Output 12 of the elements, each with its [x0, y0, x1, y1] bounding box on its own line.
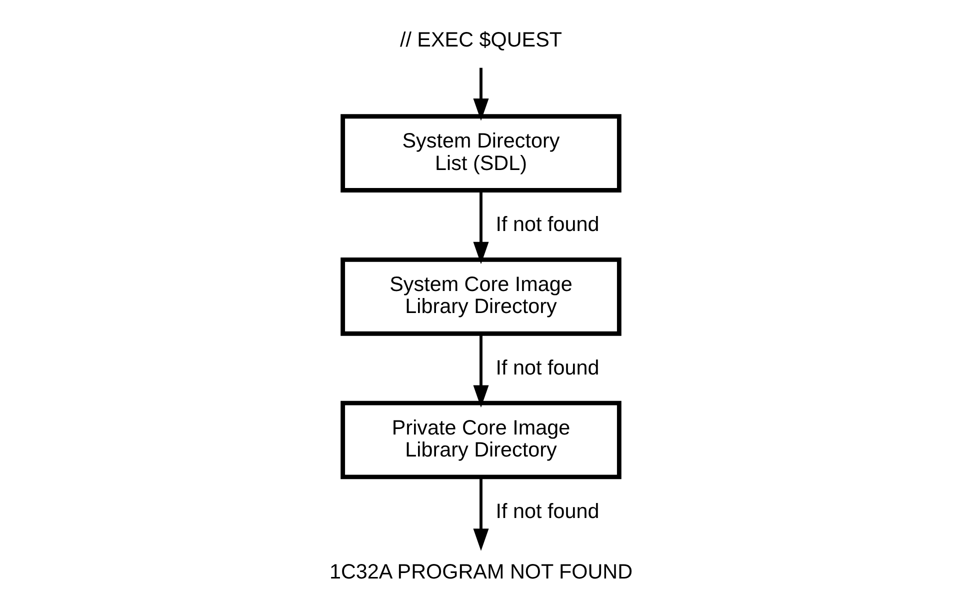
edge-label: If not found	[495, 213, 599, 236]
node-box: System Directory List (SDL)	[340, 114, 621, 192]
node-box: System Core Image Library Directory	[340, 258, 621, 336]
node-text: // EXEC $QUEST	[399, 28, 562, 52]
arrow	[472, 68, 488, 121]
node-text: 1C32A PROGRAM NOT FOUND	[328, 560, 632, 584]
edge-label: If not found	[495, 356, 599, 380]
arrow	[472, 477, 488, 551]
edge-label: If not found	[495, 500, 599, 523]
arrow	[472, 334, 488, 408]
node-box: Private Core Image Library Directory	[340, 400, 621, 480]
arrow	[472, 190, 488, 264]
